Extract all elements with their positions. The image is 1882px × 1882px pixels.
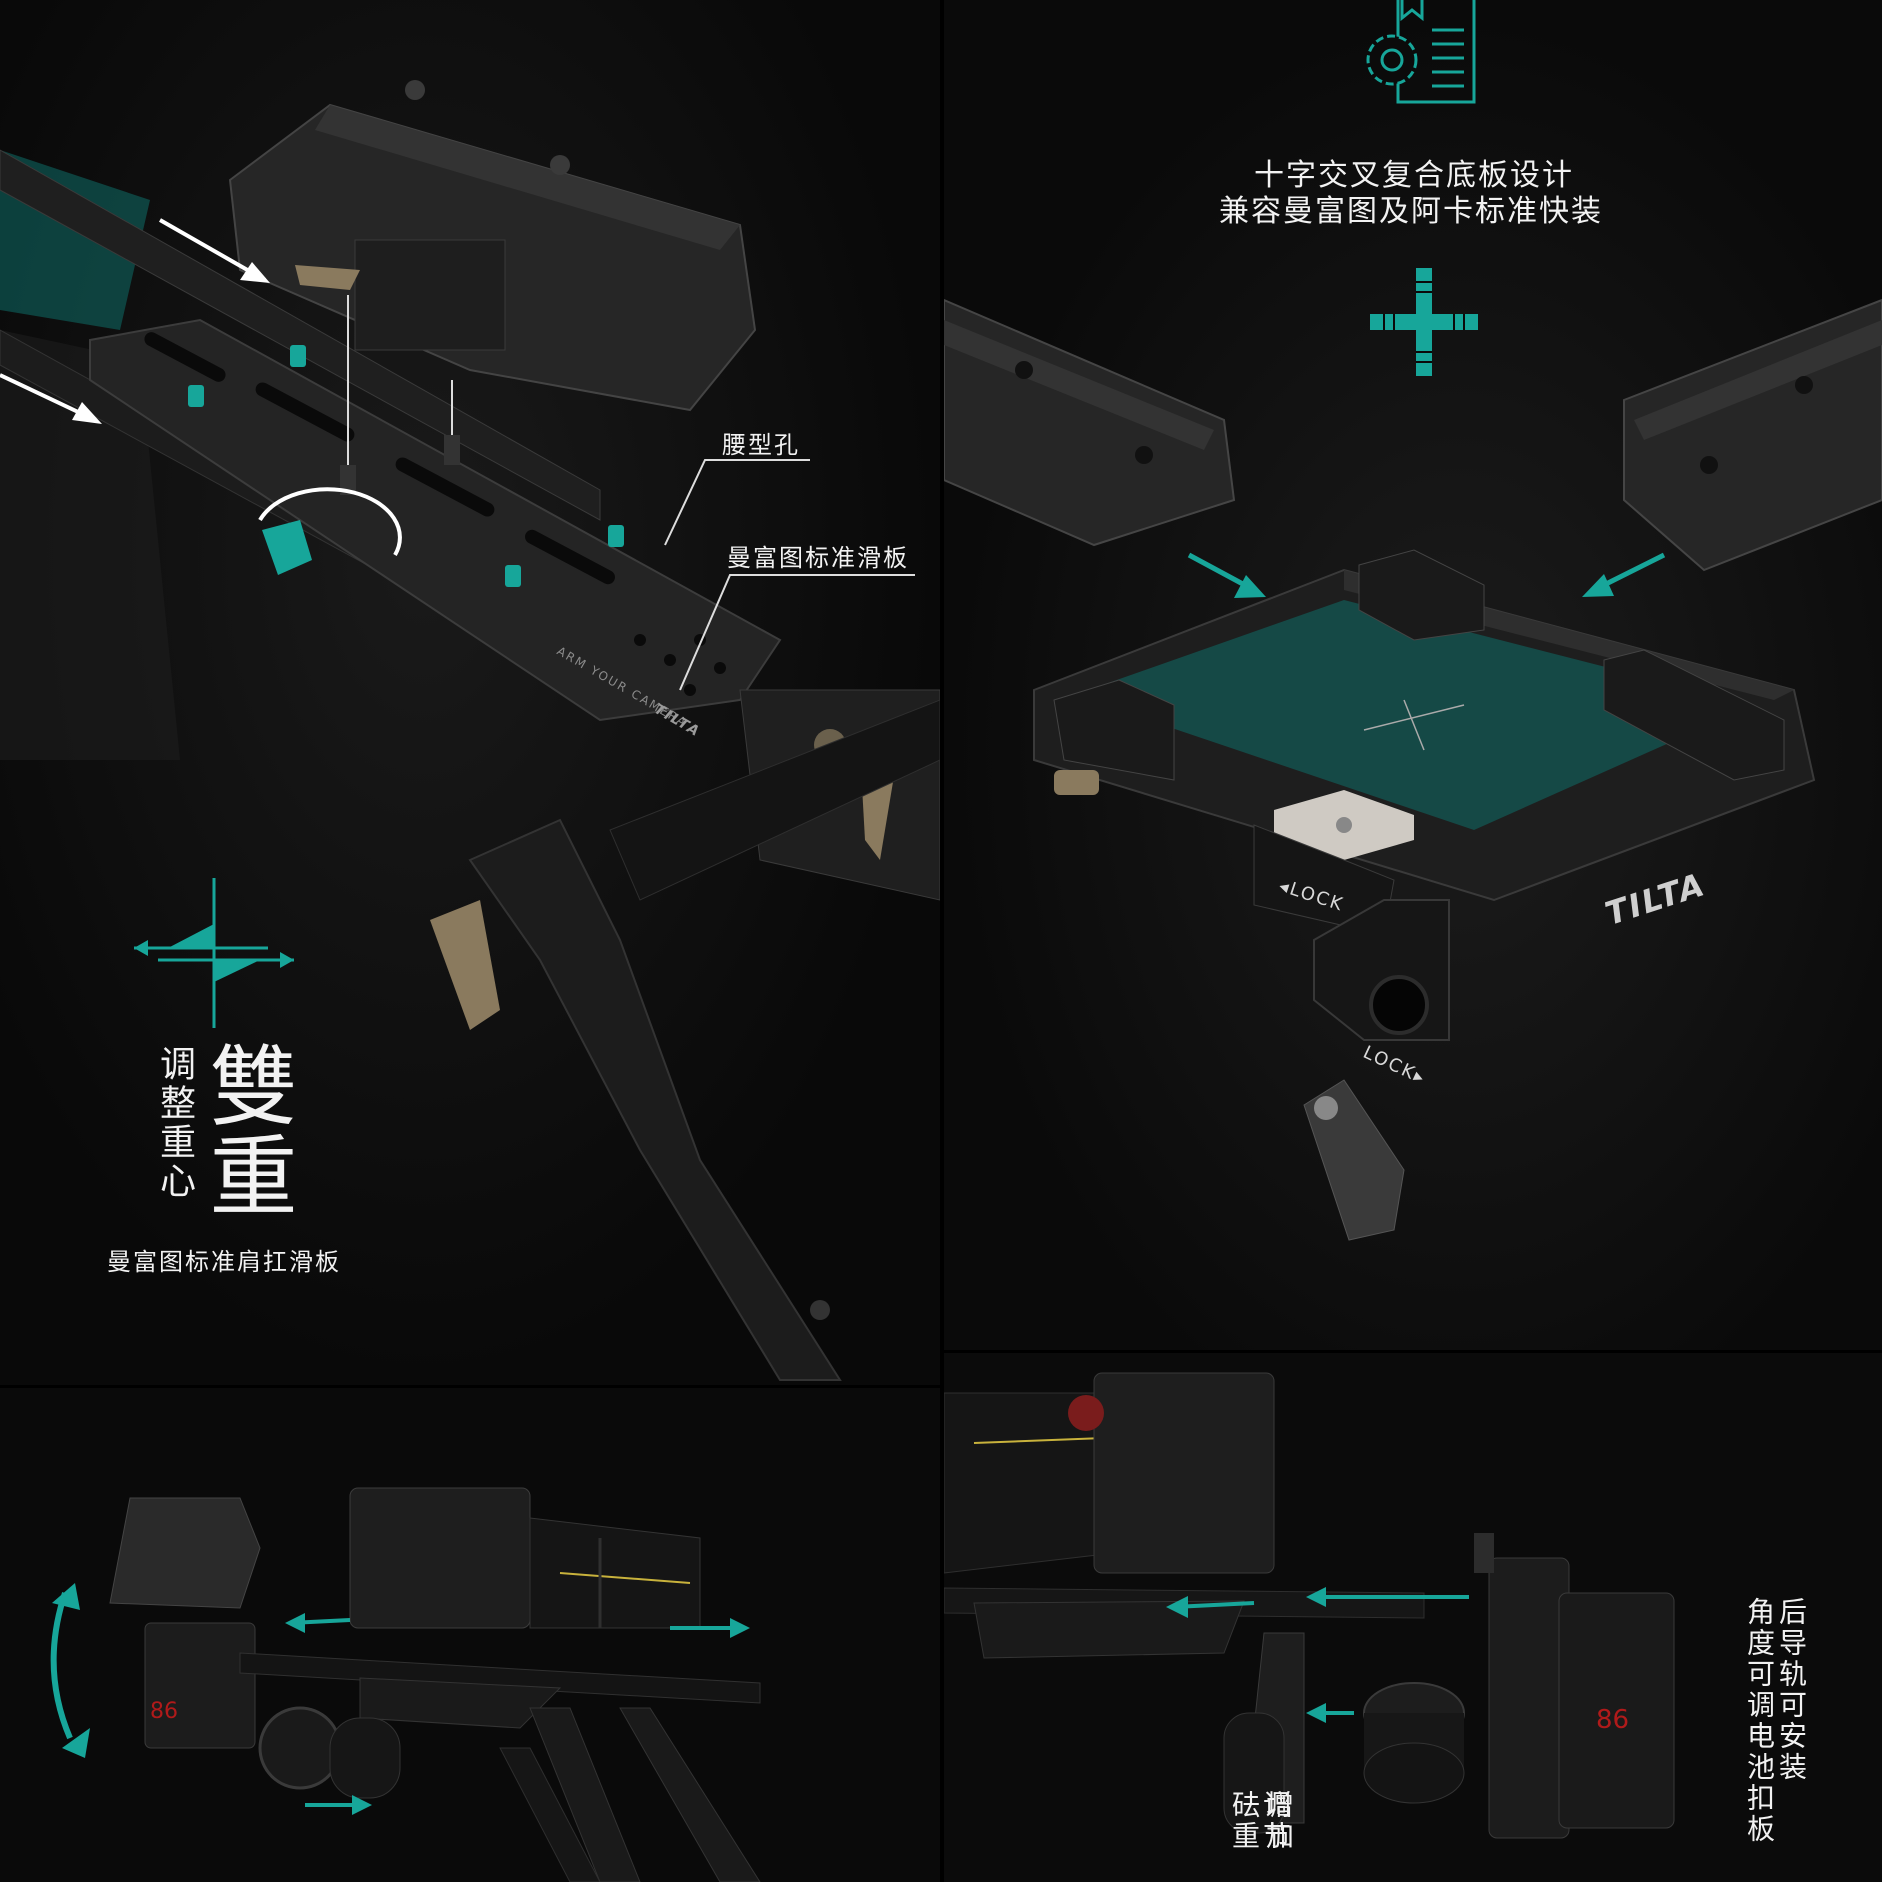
- panel-rear-rail: 86 后导轨可安装 角度可调电池扣板 调节 增加砝重: [944, 1353, 1882, 1882]
- certificate-gear-icon: [1366, 0, 1476, 104]
- title-line-2: 兼容曼富图及阿卡标准快装: [1219, 194, 1603, 229]
- full-rig-illustration: 86: [50, 1487, 761, 1882]
- callout-waist-hole: 腰型孔: [722, 431, 800, 459]
- heading-small-vertical: 调整重心: [154, 1045, 195, 1201]
- heading-big-vertical: 雙重: [195, 1040, 298, 1220]
- panel-full-rig: 86: [0, 1388, 940, 1882]
- callout-rail: 曼富图标准滑板: [727, 544, 909, 572]
- battery-display: 86: [150, 1699, 178, 1724]
- cross-mark-icon: [1370, 268, 1478, 376]
- shoulder-rail-illustration: [0, 80, 940, 1381]
- panel-shoulder-rail: 腰型孔 曼富图标准滑板 ARM YOUR CAMERA TILTA 调整重心 雙…: [0, 0, 940, 1385]
- baseplate-illustration: [944, 298, 1882, 1241]
- caption-weight: 调节: [1259, 1790, 1292, 1852]
- caption-rear-rail: 后导轨可安装: [1775, 1597, 1808, 1783]
- title-line-1: 十字交叉复合底板设计: [1254, 158, 1574, 193]
- battery-display: 86: [1596, 1705, 1629, 1735]
- balance-arrows-icon: [134, 878, 294, 1028]
- rear-rail-illustration: 86: [944, 1372, 1675, 1839]
- caption-weight-2: 增加砝重: [1228, 1790, 1295, 1852]
- caption-rear-rail-2: 角度可调电池扣板: [1743, 1597, 1776, 1845]
- panel-cross-baseplate: 十字交叉复合底板设计 兼容曼富图及阿卡标准快装: [944, 0, 1882, 1350]
- subtitle: 曼富图标准肩扛滑板: [107, 1248, 341, 1276]
